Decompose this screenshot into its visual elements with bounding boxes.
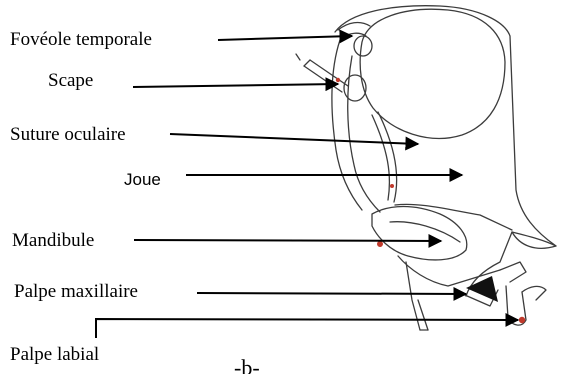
label-palpe-labial: Palpe labial [10,344,99,366]
arrow-palpe-maxillaire [197,293,466,294]
figure-tag: -b- [234,357,260,374]
red-accents [336,78,525,323]
label-scape: Scape [48,70,93,92]
arrow-mandibule [134,240,441,241]
label-suture-oculaire: Suture oculaire [10,124,126,146]
arrow-foveole-temporale [218,36,352,40]
arrow-scape [133,84,338,87]
label-palpe-maxillaire: Palpe maxillaire [14,281,138,303]
head-outline [296,6,556,330]
arrow-palpe-labial [96,319,518,338]
label-joue: Joue [124,169,161,191]
label-foveole-temporale: Fovéole temporale [10,29,152,51]
label-mandibule: Mandibule [12,230,94,252]
